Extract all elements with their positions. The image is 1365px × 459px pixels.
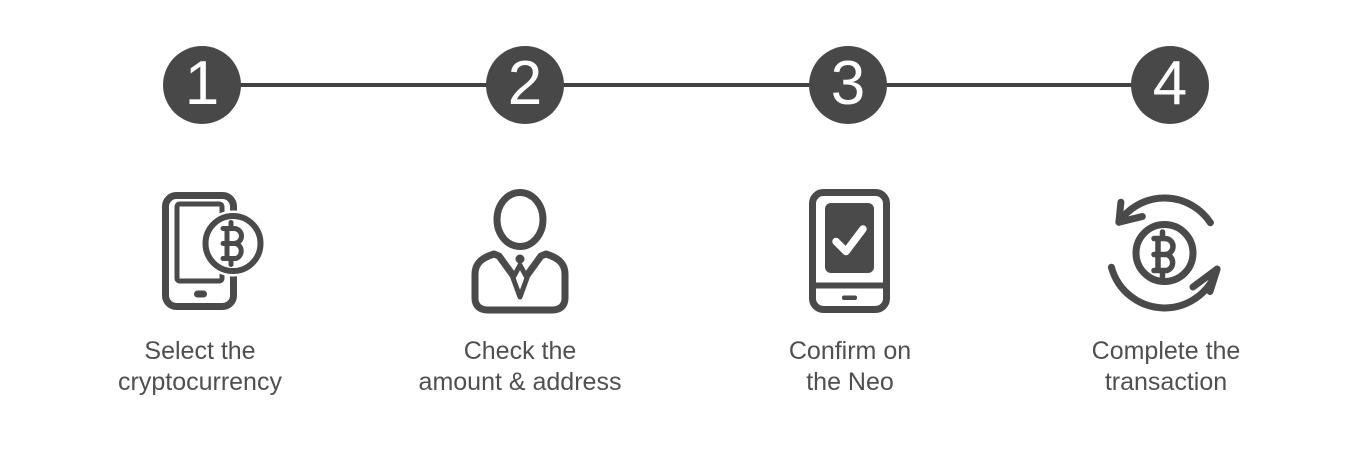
step-1-label-line1: Select the: [144, 337, 256, 365]
step-4-number-badge: 4: [1131, 46, 1209, 124]
step-4-label: Complete the transaction: [996, 336, 1336, 398]
step-2-label-line2: amount & address: [418, 368, 622, 396]
step-4-icon-box: [996, 186, 1336, 316]
step-2-number: 2: [507, 48, 543, 118]
step-1-number-badge: 1: [163, 46, 241, 124]
step-1-label-line2: cryptocurrency: [118, 368, 282, 396]
step-1-icon-box: [30, 186, 370, 316]
step-3-number-badge: 3: [809, 46, 887, 124]
confirm-device-icon: [809, 189, 890, 313]
step-3-column: Confirm on the Neo: [680, 186, 1020, 398]
step-4-column: Complete the transaction: [996, 186, 1336, 398]
step-1-number: 1: [184, 48, 220, 118]
step-4-label-line2: transaction: [1104, 368, 1228, 396]
step-2-icon-box: [350, 186, 690, 316]
step-4-number: 4: [1152, 48, 1188, 118]
step-3-label: Confirm on the Neo: [680, 336, 1020, 398]
step-1-label: Select the cryptocurrency: [30, 336, 370, 398]
step-3-icon-box: [680, 186, 1020, 316]
stepper-connector-line: [202, 83, 1170, 87]
step-2-label: Check the amount & address: [350, 336, 690, 398]
step-3-label-line1: Confirm on: [788, 337, 912, 365]
step-2-column: Check the amount & address: [350, 186, 690, 398]
step-4-label-line1: Complete the: [1091, 337, 1241, 365]
person-icon: [471, 189, 569, 314]
step-2-number-badge: 2: [486, 46, 564, 124]
smartphone-bitcoin-icon: [162, 192, 264, 310]
bitcoin-cycle-icon: [1107, 194, 1221, 312]
step-3-label-line2: the Neo: [806, 368, 894, 396]
step-3-number: 3: [830, 48, 866, 118]
step-1-column: Select the cryptocurrency: [30, 186, 370, 398]
step-2-label-line1: Check the: [463, 337, 577, 365]
